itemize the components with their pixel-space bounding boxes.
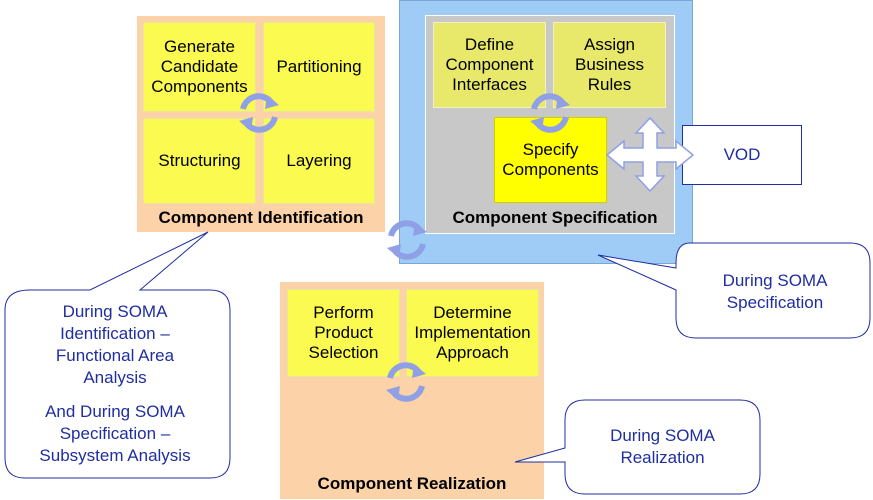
component-specification-title: Component Specification <box>452 208 658 227</box>
realization-callout-shape <box>514 399 761 495</box>
identification-callout-text-1: During SOMA Identification – Functional … <box>55 302 175 387</box>
component-realization-title: Component Realization <box>317 474 507 493</box>
vod-box: VOD <box>682 125 802 185</box>
define-component-interfaces-box: Define Component Interfaces <box>433 22 546 108</box>
structuring-box: Structuring <box>143 118 256 204</box>
cycle-icon <box>387 220 427 260</box>
four-way-arrow-icon <box>605 116 695 193</box>
specification-callout-text: During SOMA Specification <box>722 271 828 312</box>
specification-callout-shape <box>597 242 871 339</box>
partitioning-box: Partitioning <box>263 22 375 112</box>
cycle-icon <box>530 93 570 133</box>
determine-implementation-approach-box: Determine Implementation Approach <box>406 289 539 377</box>
perform-product-selection-box: Perform Product Selection <box>287 289 400 377</box>
component-identification-title: Component Identification <box>158 208 364 227</box>
cycle-icon <box>239 93 279 133</box>
realization-callout-text: During SOMA Realization <box>610 426 715 467</box>
assign-business-rules-box: Assign Business Rules <box>553 22 666 108</box>
identification-callout-shape <box>4 231 231 479</box>
generate-candidate-components-box: Generate Candidate Components <box>143 22 256 112</box>
layering-box: Layering <box>263 118 375 204</box>
cycle-icon <box>386 362 426 402</box>
identification-callout-text-2: And During SOMA Specification – Subsyste… <box>39 402 191 465</box>
